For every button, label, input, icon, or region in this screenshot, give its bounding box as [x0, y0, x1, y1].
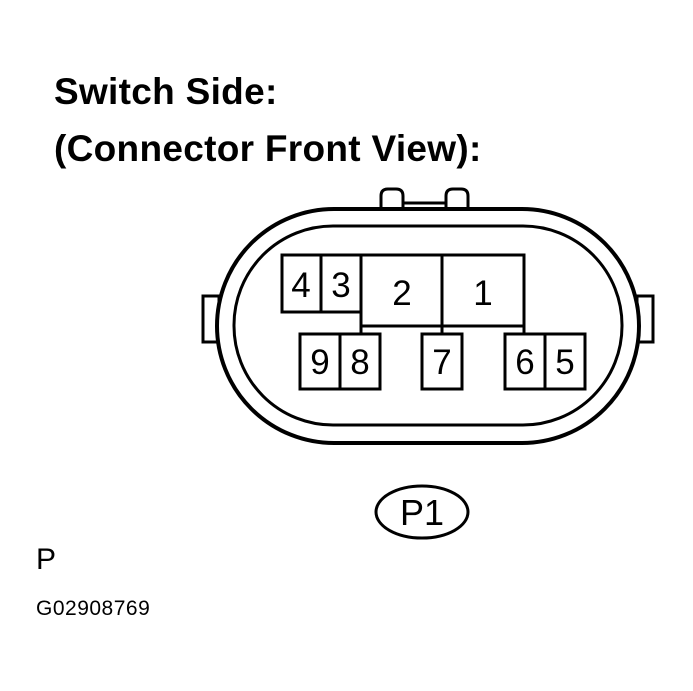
pin-3-label: 3 [331, 266, 350, 305]
pin-2-label: 2 [392, 274, 411, 313]
connector-callout-ellipse [374, 484, 470, 540]
pin-1-label: 1 [473, 274, 492, 313]
connector-housing-inner [232, 224, 624, 427]
pin-6-label: 6 [515, 343, 534, 382]
pin-4-label: 4 [291, 266, 310, 305]
pin-3-cavity [319, 253, 363, 314]
diagram-title-line-1: Switch Side: [54, 71, 278, 112]
pin-1-cavity [440, 253, 526, 328]
figure-code: G02908769 [36, 597, 151, 620]
pin-4-cavity [280, 253, 323, 314]
pin-5-cavity [543, 332, 587, 391]
diagram-title-line-2: (Connector Front View): [54, 128, 482, 169]
pin-5-label: 5 [555, 343, 574, 382]
connector-callout-label: P1 [400, 492, 444, 533]
footer-letter: P [36, 543, 57, 576]
pin-8-label: 8 [350, 343, 369, 382]
pin-7-cavity [420, 332, 464, 391]
pin-8-cavity [338, 332, 382, 391]
pin-9-cavity [298, 332, 342, 391]
pin-7-label: 7 [432, 343, 451, 382]
pin-9-label: 9 [310, 343, 329, 382]
